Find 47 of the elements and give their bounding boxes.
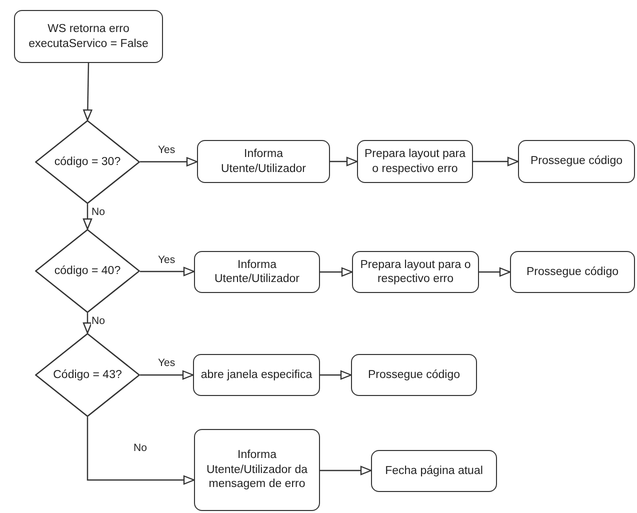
node-text: Prossegue código	[530, 154, 623, 169]
node-text: Informa Utente/Utilizador da mensagem de erro	[206, 448, 308, 492]
node-text: Prepara layout para o respectivo erro	[359, 258, 472, 286]
process-box	[194, 429, 320, 511]
node-text: Código = 43?	[53, 368, 122, 382]
process-box	[351, 354, 477, 396]
edge-label: Yes	[157, 357, 176, 369]
node-text: Informa Utente/Utilizador	[220, 147, 307, 176]
process-box	[14, 10, 163, 63]
process-box	[193, 354, 320, 396]
node-text: Informa Utente/Utilizador	[213, 258, 300, 286]
process-box	[352, 251, 479, 293]
arrow	[83, 62, 92, 121]
node-text: código = 40?	[54, 264, 121, 278]
arrow	[320, 267, 353, 277]
edge-label: Yes	[157, 254, 176, 266]
arrow	[320, 370, 352, 380]
node-text: código = 30?	[54, 154, 121, 170]
decision-diamond	[35, 229, 140, 313]
process-box	[194, 251, 320, 293]
process-box	[371, 450, 497, 492]
edge-label: No	[132, 442, 148, 454]
decision-diamond	[35, 333, 140, 417]
arrow	[86, 417, 195, 485]
arrow	[320, 466, 372, 476]
process-box	[197, 140, 330, 183]
arrow	[330, 156, 358, 166]
node-text: abre janela especifica	[200, 368, 312, 382]
node-text: Prepara layout para o respectivo erro	[363, 147, 466, 176]
arrow	[140, 157, 198, 166]
process-box	[357, 140, 473, 183]
node-text: WS retorna erro executaServico = False	[28, 22, 150, 51]
process-box	[518, 140, 635, 183]
decision-diamond	[35, 120, 140, 204]
process-box	[510, 251, 635, 293]
arrow	[140, 266, 195, 276]
arrow	[140, 370, 194, 380]
arrow	[82, 204, 92, 230]
arrow	[82, 313, 92, 334]
edge-label: No	[90, 315, 106, 327]
arrow	[479, 267, 511, 277]
arrow	[473, 156, 519, 166]
node-text: Prossegue código	[526, 264, 619, 280]
edge-label: Yes	[157, 144, 176, 156]
node-text: Fecha página atual	[385, 464, 483, 478]
node-text: Prossegue código	[368, 368, 460, 382]
edge-label: No	[90, 206, 106, 218]
